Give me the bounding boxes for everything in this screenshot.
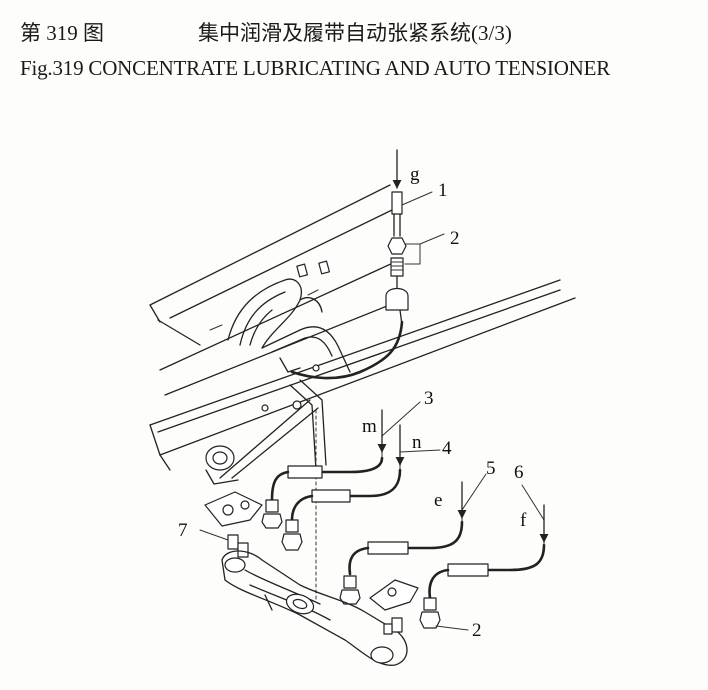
callout-4: 4	[442, 438, 452, 459]
leader-lines	[199, 191, 545, 631]
flow-letter-e: e	[434, 490, 442, 511]
flow-arrows	[377, 149, 549, 543]
track-frame	[149, 184, 576, 601]
flow-letter-f: f	[520, 510, 527, 531]
callout-3: 3	[424, 388, 434, 409]
hose-upper	[290, 320, 404, 380]
flow-letter-m: m	[362, 416, 377, 437]
callout-6: 6	[514, 462, 524, 483]
callout-2-top: 2	[450, 228, 460, 249]
hose-4	[281, 468, 402, 551]
top-fitting-assembly	[385, 191, 409, 326]
figure-title-en: Fig.319 CONCENTRATE LUBRICATING AND AUTO…	[20, 56, 611, 80]
roller-frame	[204, 491, 419, 666]
callout-7: 7	[178, 520, 188, 541]
hose-6	[419, 543, 546, 629]
callout-2-bottom: 2	[472, 620, 482, 641]
hose-5	[339, 520, 464, 605]
figure-title-cn-row: 第 319 图 集中润滑及履带自动张紧系统(3/3)	[20, 20, 512, 46]
hose-3	[261, 456, 384, 529]
figure-number-cn: 第 319 图	[20, 21, 104, 45]
flow-letter-n: n	[412, 432, 422, 453]
callout-5: 5	[486, 458, 496, 479]
callout-1: 1	[438, 180, 448, 201]
figure-title-cn: 集中润滑及履带自动张紧系统(3/3)	[198, 21, 512, 45]
flow-letter-g: g	[410, 164, 420, 185]
